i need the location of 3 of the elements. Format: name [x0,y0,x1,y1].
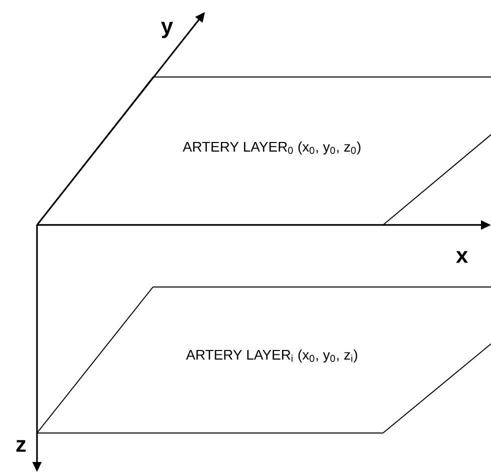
axis-label: x [456,251,468,263]
axis-label: y [161,22,173,38]
axis-label: z [16,440,26,452]
